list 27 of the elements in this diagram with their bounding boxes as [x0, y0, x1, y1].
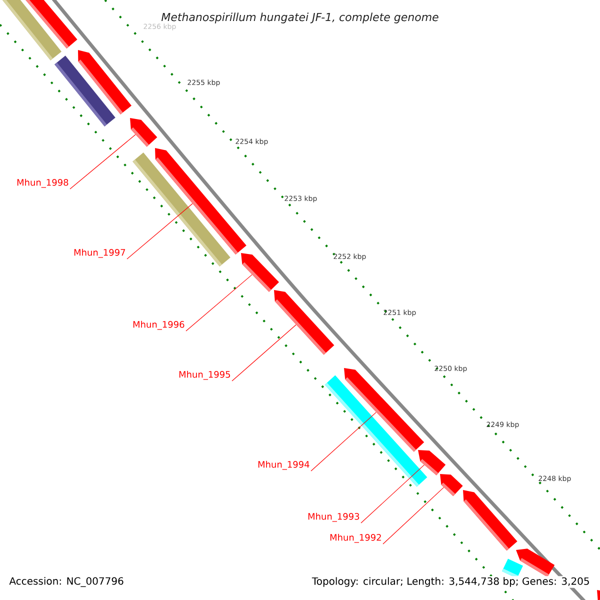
gene-feature	[463, 490, 518, 551]
gene-label: Mhun_1997	[74, 248, 126, 258]
gene-label: Mhun_1993	[308, 512, 360, 522]
gene-feature	[597, 590, 600, 600]
gene-feature	[132, 152, 230, 266]
footer-text: Accession: NC_007796	[9, 577, 124, 587]
leader-line	[310, 412, 376, 472]
gene-label: Mhun_1992	[330, 534, 381, 543]
gene-label: Mhun_1995	[179, 370, 230, 380]
leader-line	[232, 324, 296, 382]
gene-label: Mhun_1998	[17, 178, 68, 188]
gene-feature	[324, 375, 428, 487]
leader-line	[186, 274, 252, 332]
leader-line	[360, 464, 424, 524]
leader-line	[126, 203, 193, 260]
gene-label: Mhun_1994	[258, 460, 310, 470]
gene-label: Mhun_1996	[133, 320, 184, 330]
leader-line	[382, 487, 444, 544]
gene-feature	[440, 474, 463, 496]
gene-feature	[54, 56, 116, 126]
title: Methanospirillum hungatei JF-1, complete genome	[161, 12, 438, 24]
gene-feature	[241, 253, 279, 292]
gene-feature	[130, 118, 158, 147]
gene-feature	[274, 290, 334, 355]
leader-line	[70, 134, 136, 190]
footer-text: Topology: circular; Length: 3,544,738 bp; Genes: 3,205	[310, 576, 591, 588]
gene-feature	[418, 450, 446, 476]
